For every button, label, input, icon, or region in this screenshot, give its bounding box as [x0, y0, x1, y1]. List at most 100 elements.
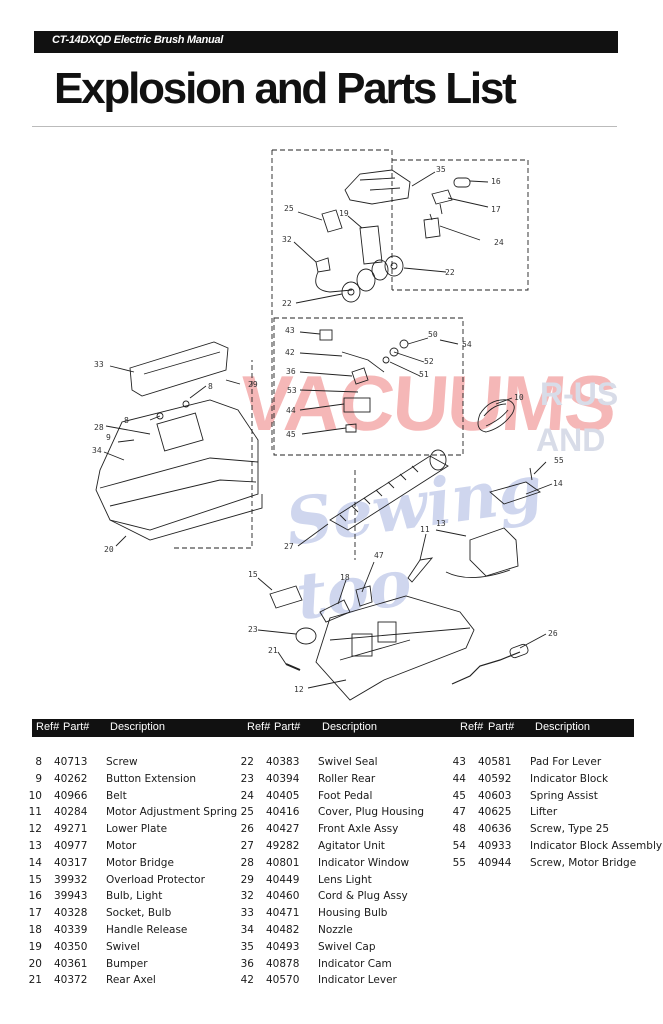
desc-cell: Indicator Block	[530, 772, 609, 785]
part-cell: 40977	[54, 839, 88, 852]
foot-pedal-part	[423, 213, 441, 239]
desc-cell: Screw, Motor Bridge	[530, 856, 637, 869]
ref-cell: 26	[240, 823, 254, 836]
svg-text:14: 14	[553, 479, 563, 488]
svg-text:32: 32	[282, 235, 292, 244]
ref-cell: 16	[28, 890, 42, 903]
ref-cell: 23	[240, 772, 254, 785]
svg-text:9: 9	[106, 433, 111, 442]
desc-cell: Overload Protector	[106, 873, 205, 886]
ref-header-1: Ref#	[36, 721, 60, 733]
callout-labels: 35 16 17 25 19 24 32 22 22 43 50 42 52 5…	[92, 165, 564, 694]
diagram-svg: 35 16 17 25 19 24 32 22 22 43 50 42 52 5…	[92, 149, 564, 701]
spring-part	[407, 557, 434, 583]
parts-table-header: Ref# Part# Description Ref# Part# Descri…	[32, 719, 634, 737]
svg-text:33: 33	[94, 360, 104, 369]
ref-cell: 20	[28, 957, 42, 970]
svg-text:16: 16	[491, 177, 501, 186]
rear-roller-part	[295, 627, 317, 645]
desc-cell: Screw, Type 25	[530, 823, 610, 836]
svg-text:43: 43	[285, 326, 295, 335]
desc-cell: Rear Axel	[106, 974, 156, 987]
swivel-seal-part-b	[341, 281, 361, 303]
part-cell: 40570	[266, 974, 300, 987]
ref-cell: 28	[240, 856, 254, 869]
desc-cell: Housing Bulb	[318, 907, 388, 920]
ref-cell: 45	[452, 789, 466, 802]
desc-cell: Indicator Block Assembly	[530, 839, 663, 852]
part-cell: 40581	[478, 756, 512, 768]
desc-cell: Screw	[106, 756, 138, 768]
svg-text:8: 8	[208, 382, 213, 391]
watermark-r-us: R-US	[540, 376, 619, 412]
svg-text:53: 53	[287, 386, 297, 395]
socket-part	[431, 189, 453, 215]
svg-text:29: 29	[248, 380, 258, 389]
svg-text:20: 20	[104, 545, 114, 554]
ref-cell: 32	[240, 890, 254, 903]
part-cell: 40933	[478, 839, 512, 852]
desc-cell: Cord & Plug Assy	[318, 890, 408, 903]
part-header-3: Part#	[488, 721, 515, 733]
ref-cell: 27	[240, 839, 254, 852]
ref-cell: 44	[452, 772, 466, 785]
svg-text:13: 13	[436, 519, 446, 528]
part-cell: 40603	[478, 789, 512, 802]
desc-header-2: Description	[322, 721, 378, 733]
front-axle-part	[451, 651, 521, 685]
rear-axle-part	[285, 663, 301, 671]
part-cell: 40405	[266, 789, 300, 802]
exploded-diagram: VACUUMS R-US AND Sewing too	[0, 130, 663, 710]
svg-text:36: 36	[286, 367, 296, 376]
indicator-cam-part	[351, 367, 369, 385]
part-cell: 40625	[478, 806, 512, 819]
ref-cell: 15	[28, 873, 42, 886]
svg-text:47: 47	[374, 551, 384, 560]
desc-header-3: Description	[535, 721, 591, 733]
desc-cell: Handle Release	[106, 923, 188, 936]
svg-text:44: 44	[286, 406, 296, 415]
dashed-frame-indicator	[273, 317, 464, 456]
desc-cell: Indicator Lever	[318, 974, 397, 987]
desc-cell: Indicator Cam	[318, 957, 392, 970]
lifter-part	[355, 585, 373, 607]
ref-header-2: Ref#	[247, 721, 271, 733]
desc-cell: Foot Pedal	[318, 789, 373, 802]
ref-cell: 43	[452, 756, 466, 768]
part-cell: 40493	[266, 940, 300, 953]
desc-cell: Motor	[106, 839, 137, 852]
ref-cell: 34	[240, 923, 254, 936]
swivel-seal-part-a	[384, 255, 404, 277]
svg-text:17: 17	[491, 205, 501, 214]
swivel-part	[359, 225, 383, 265]
part-cell: 40713	[54, 756, 88, 768]
svg-text:22: 22	[282, 299, 292, 308]
ref-cell: 14	[28, 856, 42, 869]
svg-text:34: 34	[92, 446, 102, 455]
part-cell: 49271	[54, 823, 88, 836]
svg-text:35: 35	[436, 165, 446, 174]
ref-cell: 8	[35, 756, 42, 768]
part-cell: 40284	[54, 806, 88, 819]
svg-text:54: 54	[462, 340, 472, 349]
desc-cell: Spring Assist	[530, 789, 598, 802]
ref-cell: 25	[240, 806, 254, 819]
part-cell: 40592	[478, 772, 512, 785]
svg-text:11: 11	[420, 525, 430, 534]
ref-cell: 42	[240, 974, 254, 987]
cord-plug-part	[315, 257, 353, 293]
part-cell: 40361	[54, 957, 88, 970]
part-cell: 49282	[266, 839, 300, 852]
desc-cell: Front Axle Assy	[318, 823, 399, 836]
overload-protector-part	[269, 585, 303, 609]
indicator-lever-part	[341, 351, 385, 373]
dashed-frame-left	[174, 360, 253, 549]
ref-cell: 21	[28, 974, 42, 987]
svg-text:50: 50	[428, 330, 438, 339]
ref-cell: 11	[28, 806, 42, 819]
part-cell: 40317	[54, 856, 88, 869]
dashed-frame-right	[392, 159, 529, 291]
ref-cell: 13	[28, 839, 42, 852]
ref-header-3: Ref#	[460, 721, 484, 733]
part-cell: 40944	[478, 856, 512, 869]
